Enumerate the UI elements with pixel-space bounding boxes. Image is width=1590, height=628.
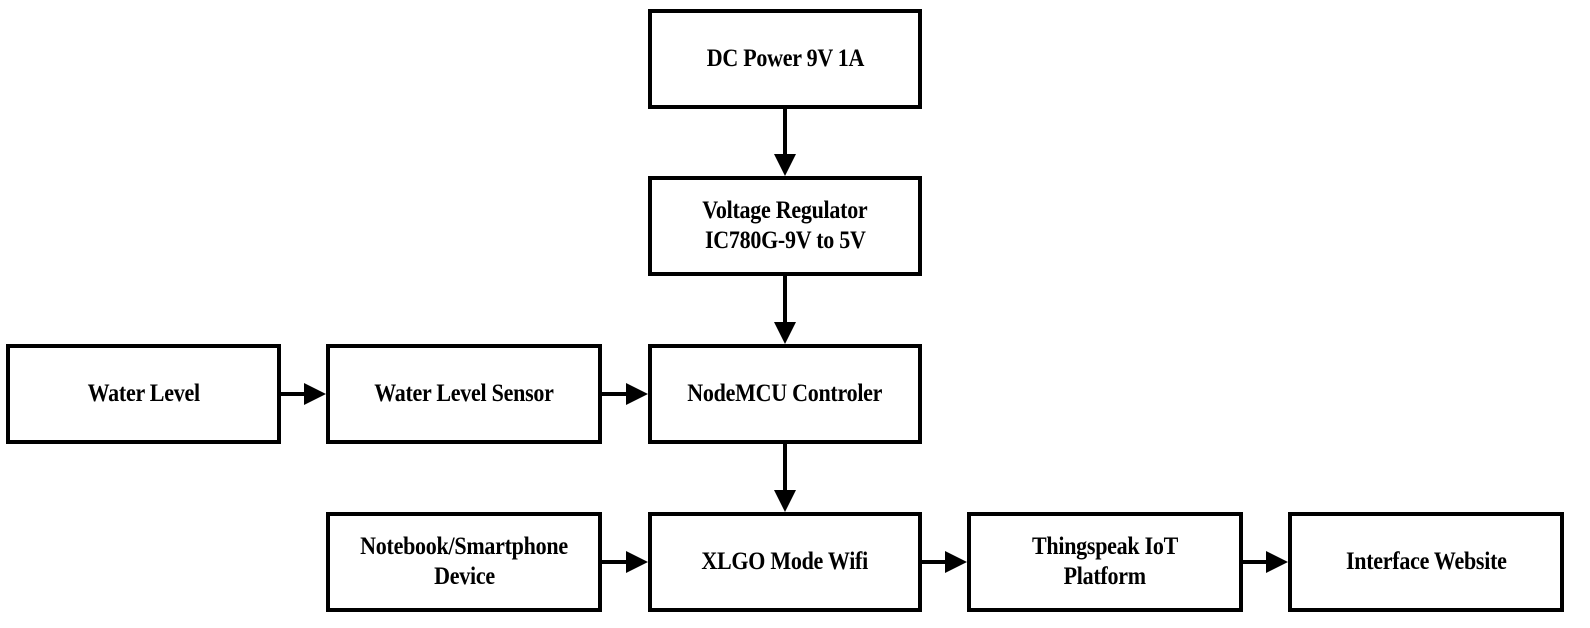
arrowhead-icon (1266, 551, 1288, 573)
node-label: DC Power 9V 1A (706, 45, 864, 72)
arrowhead-icon (626, 551, 648, 573)
arrow-wifi-to-thingspeak (922, 551, 967, 573)
arrow-water_level_sensor-to-nodemcu (602, 383, 648, 405)
arrow-nodemcu-to-wifi (774, 444, 796, 512)
arrow-dc_power-to-voltage_regulator (774, 109, 796, 176)
arrowhead-icon (945, 551, 967, 573)
node-interface-website: Interface Website (1288, 512, 1564, 612)
node-notebook-smartphone: Notebook/Smartphone Device (326, 512, 602, 612)
node-label: XLGO Mode Wifi (701, 548, 869, 575)
node-thingspeak-platform: Thingspeak IoT Platform (967, 512, 1243, 612)
node-water-level-sensor: Water Level Sensor (326, 344, 602, 444)
node-label: IC780G-9V to 5V (704, 227, 866, 254)
node-label: Interface Website (1345, 548, 1507, 575)
node-voltage-regulator: Voltage Regulator IC780G-9V to 5V (648, 176, 922, 276)
arrow-voltage_regulator-to-nodemcu (774, 276, 796, 344)
arrowhead-icon (626, 383, 648, 405)
node-dc-power: DC Power 9V 1A (648, 9, 922, 109)
arrowhead-icon (774, 490, 796, 512)
node-wifi-module: XLGO Mode Wifi (648, 512, 922, 612)
node-label: Water Level (87, 380, 200, 407)
arrow-notebook-to-wifi (602, 551, 648, 573)
arrow-water_level-to-water_level_sensor (281, 383, 326, 405)
node-label: NodeMCU Controler (687, 380, 883, 407)
node-label: Thingspeak IoT (1031, 533, 1179, 560)
node-label: Notebook/Smartphone (360, 533, 568, 560)
node-label: Voltage Regulator (702, 197, 868, 224)
node-nodemcu-controller: NodeMCU Controler (648, 344, 922, 444)
node-label: Platform (1063, 563, 1147, 590)
node-water-level: Water Level (6, 344, 281, 444)
node-label: Device (433, 563, 495, 590)
arrowhead-icon (304, 383, 326, 405)
arrowhead-icon (774, 154, 796, 176)
arrow-thingspeak-to-interface (1243, 551, 1288, 573)
arrowhead-icon (774, 322, 796, 344)
node-label: Water Level Sensor (374, 380, 554, 407)
